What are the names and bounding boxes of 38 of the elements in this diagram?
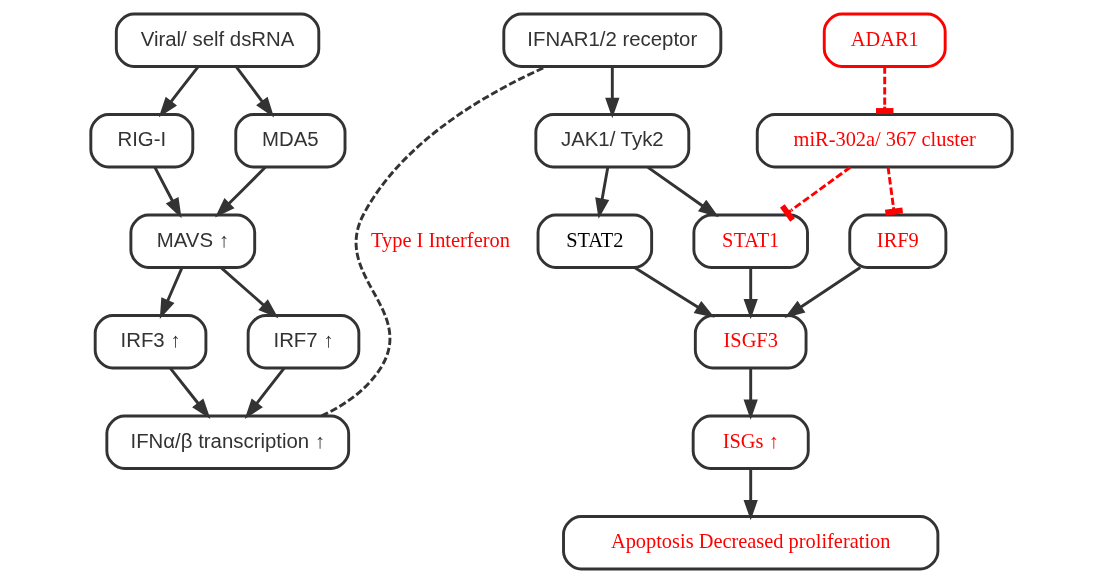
- node-box: IRF7 ↑: [246, 314, 361, 370]
- node-box: MDA5: [234, 113, 347, 169]
- node-box: ISGs ↑: [691, 414, 810, 470]
- arrow: [595, 167, 610, 219]
- node-box: ADAR1: [822, 12, 947, 68]
- node-box: Apoptosis Decreased proliferation: [562, 515, 940, 571]
- arrow: [215, 166, 267, 218]
- arrow: [605, 66, 620, 119]
- arrow: [235, 65, 275, 118]
- arrow: [784, 266, 862, 318]
- node-box: IFNAR1/2 receptor: [502, 12, 723, 68]
- node-box: miR-302a/ 367 cluster: [755, 113, 1014, 169]
- node-box: Viral/ self dsRNA: [114, 12, 321, 68]
- arrow: [244, 367, 286, 419]
- connector: [875, 66, 894, 114]
- node-box: STAT2: [536, 213, 654, 269]
- node-box: STAT1: [692, 213, 809, 269]
- arrow: [169, 367, 211, 419]
- node-box: RIG-I: [89, 113, 195, 169]
- node-box: IFNα/β transcription ↑: [105, 414, 351, 470]
- arrow: [158, 65, 200, 118]
- arrow: [647, 166, 719, 218]
- arrow: [153, 166, 182, 219]
- node-box: JAK1/ Tyk2: [534, 113, 691, 169]
- node-box: IRF3 ↑: [93, 314, 208, 370]
- connector: [884, 167, 904, 216]
- arrow: [743, 368, 758, 420]
- arrow: [743, 468, 758, 521]
- node-box: IRF9: [848, 213, 948, 269]
- arrow: [743, 267, 758, 320]
- arrow: [633, 266, 715, 318]
- node-box: ISGF3: [693, 314, 808, 370]
- arrow: [220, 266, 279, 319]
- arrow: [159, 267, 184, 319]
- connector: [779, 166, 852, 222]
- edge-label: Type I Interferon: [370, 228, 510, 251]
- connector: [320, 65, 548, 418]
- node-box: MAVS ↑: [129, 213, 257, 269]
